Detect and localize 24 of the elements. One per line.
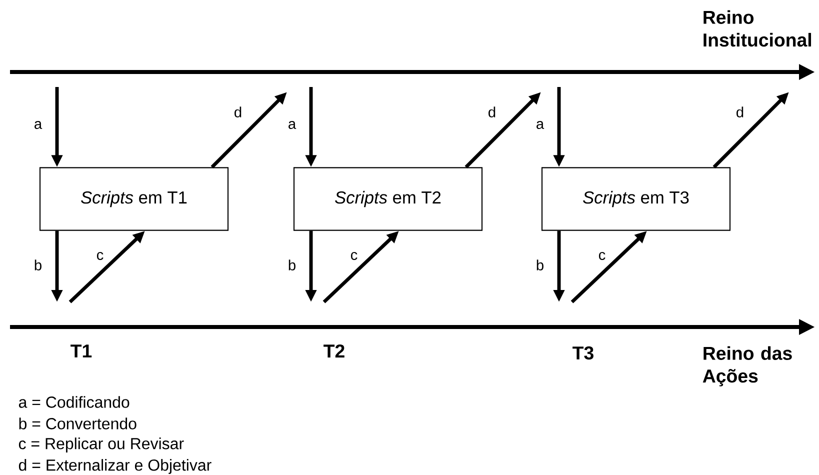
edge-label: a <box>34 121 42 130</box>
script-box: Scripts em T3 <box>541 167 731 231</box>
edge-label: a <box>536 121 544 130</box>
edge-label: c <box>96 252 104 260</box>
edge-label: a <box>288 121 296 130</box>
legend-note: a = Codificando <box>18 396 130 408</box>
edge-label: b <box>34 260 42 270</box>
script-box: Scripts em T2 <box>293 167 483 231</box>
edge-label: d <box>488 106 496 118</box>
edge-label: b <box>288 260 296 270</box>
legend-note: d = Externalizar e Objetivar <box>18 459 212 474</box>
time-label: T3 <box>572 346 594 360</box>
edge-label: d <box>234 106 242 118</box>
time-label: T2 <box>324 344 344 358</box>
edge-label: c <box>598 252 606 260</box>
edge-label: b <box>536 260 544 270</box>
script-box: Scripts em T1 <box>39 167 229 231</box>
legend-note: c = Replicar ou Revisar <box>18 438 184 452</box>
realm-label: Reino Institucional <box>704 10 812 47</box>
edge-label: c <box>350 252 358 260</box>
edge-label: d <box>736 106 744 118</box>
legend-note: b = Convertendo <box>19 418 136 430</box>
time-label: T1 <box>70 344 92 358</box>
realm-label: Reino das Ações <box>702 346 792 386</box>
